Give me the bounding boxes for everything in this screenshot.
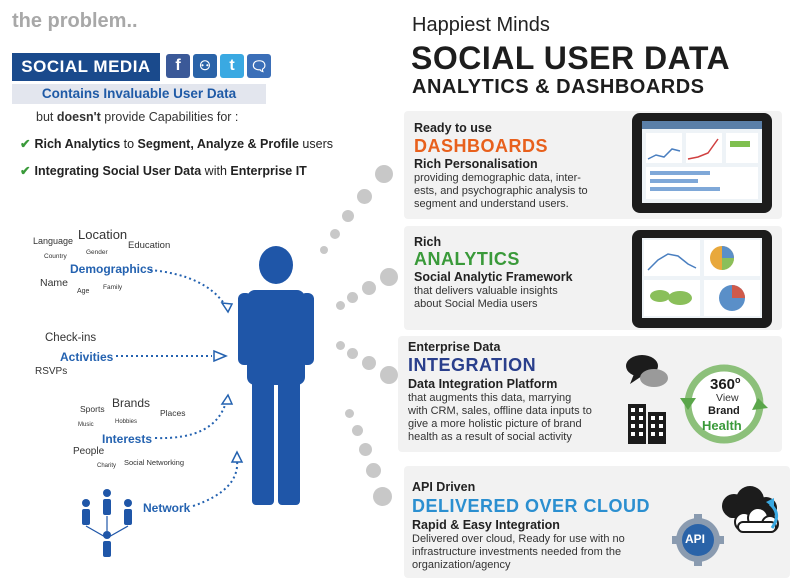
- check-icon: ✔: [20, 137, 31, 151]
- speech-buildings-icon: [626, 355, 668, 444]
- cloud-heading: DELIVERED OVER CLOUD: [412, 496, 651, 516]
- analytics-tablet-image: [632, 230, 772, 328]
- capabilities-intro: but doesn't provide Capabilities for :: [36, 110, 239, 124]
- social-media-banner: SOCIAL MEDIA: [12, 53, 160, 81]
- interests-label: Interests: [102, 432, 153, 446]
- analytics-desc-2: about Social Media users: [414, 298, 538, 310]
- word-charity: Charity: [97, 463, 117, 469]
- demographics-arrow: [149, 269, 226, 306]
- word-rsvps: RSVPs: [35, 366, 68, 377]
- analytics-sub: Social Analytic Framework: [414, 270, 573, 284]
- cloud-desc-1: Delivered over cloud, Ready for use with…: [412, 533, 625, 545]
- main-subtitle: ANALYTICS & DASHBOARDS: [412, 76, 705, 98]
- check-item-analytics: ✔Rich Analytics to Segment, Analyze & Pr…: [20, 137, 333, 151]
- integration-desc-3: give a more holistic picture of brand: [408, 418, 582, 430]
- integration-sub: Data Integration Platform: [408, 377, 558, 391]
- dashboard-tablet-image: [632, 113, 772, 213]
- demographics-arrowhead: [220, 302, 234, 314]
- api-gear-icon: [672, 514, 724, 566]
- analytics-pre: Rich: [414, 235, 442, 249]
- word-age: Age: [77, 288, 90, 295]
- cloud-outline-icon: [734, 507, 779, 533]
- network-arrow: [192, 459, 239, 507]
- dashboards-sub: Rich Personalisation: [414, 157, 538, 171]
- word-checkins: Check-ins: [45, 332, 97, 344]
- integration-heading: INTEGRATION: [408, 355, 537, 375]
- brand-health-badge-icon: [680, 364, 768, 444]
- word-people: People: [73, 446, 105, 457]
- network-label: Network: [143, 501, 191, 515]
- network-arrowhead: [230, 450, 244, 463]
- word-brands: Brands: [112, 396, 151, 410]
- myspace-icon: ⚇: [193, 54, 217, 78]
- activities-arrowhead: [213, 349, 228, 363]
- word-places: Places: [160, 408, 186, 418]
- integration-desc-2: with CRM, sales, offline data inputs to: [408, 405, 592, 417]
- cloud-desc-3: organization/agency: [412, 559, 511, 571]
- word-location: Location: [78, 227, 128, 242]
- integration-pre: Enterprise Data: [408, 340, 501, 354]
- word-name: Name: [40, 277, 69, 289]
- badge-brand: Brand: [708, 405, 740, 417]
- dashboards-desc-1: providing demographic data, inter-: [414, 172, 581, 184]
- badge-360: 360o: [710, 375, 741, 393]
- main-title: SOCIAL USER DATA: [411, 40, 731, 76]
- contains-data-bar: Contains Invaluable User Data: [12, 84, 266, 104]
- connection-arrows: [82, 246, 314, 557]
- cloud-panel: [404, 466, 790, 578]
- dashboards-pre: Ready to use: [414, 121, 492, 135]
- dashboards-desc-3: segment and understand users.: [414, 198, 569, 210]
- word-language: Language: [33, 236, 74, 246]
- dashboards-heading: DASHBOARDS: [414, 136, 549, 156]
- word-family: Family: [103, 284, 123, 291]
- cloud-api-icon: [672, 486, 779, 566]
- twitter-icon: t: [220, 54, 244, 78]
- integration-desc-1: that augments this data, marrying: [408, 392, 572, 404]
- cloud-sub: Rapid & Easy Integration: [412, 518, 560, 532]
- check-item-integration: ✔Integrating Social User Data with Enter…: [20, 164, 307, 178]
- user-person-icon: [238, 246, 314, 505]
- problem-heading: the problem..: [12, 10, 138, 32]
- cloud-pre: API Driven: [412, 480, 476, 494]
- check-icon: ✔: [20, 164, 31, 178]
- integration-desc-4: health as a result of social activity: [408, 431, 572, 443]
- word-sports: Sports: [80, 404, 105, 414]
- badge-health: Health: [702, 418, 742, 433]
- word-hobbies: Hobbies: [115, 419, 138, 425]
- demographics-label: Demographics: [70, 262, 154, 276]
- word-education: Education: [128, 240, 171, 251]
- analytics-desc-1: that delivers valuable insights: [414, 285, 558, 297]
- facebook-icon: f: [166, 54, 190, 78]
- dashboards-desc-2: ests, and psychographic analysis to: [414, 185, 588, 197]
- chat-bubble-icon: 🗨: [247, 54, 271, 78]
- badge-view: View: [716, 392, 739, 404]
- word-social-networking: Social Networking: [124, 458, 185, 467]
- word-country: Country: [44, 253, 67, 260]
- analytics-heading: ANALYTICS: [414, 249, 520, 269]
- brand-name: Happiest Minds: [412, 14, 550, 36]
- word-music: Music: [78, 422, 94, 428]
- interests-arrow: [154, 401, 227, 440]
- api-label: API: [685, 532, 706, 546]
- cloud-desc-2: infrastructure investments needed from t…: [412, 546, 622, 558]
- interests-arrowhead: [220, 393, 234, 405]
- word-gender: Gender: [86, 249, 108, 256]
- activities-label: Activities: [60, 350, 114, 364]
